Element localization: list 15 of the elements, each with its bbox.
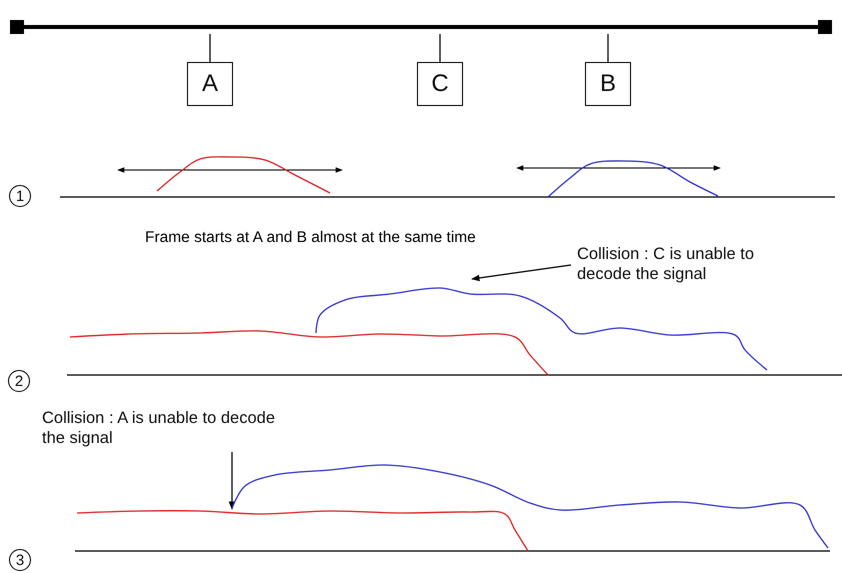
connector-line — [439, 34, 441, 62]
callout-text: Collision : A is unable to decode the signal — [42, 408, 302, 450]
bus-line — [10, 20, 832, 34]
caption-text: Frame starts at A and B almost at the same time — [145, 229, 476, 247]
step-number: 3 — [9, 549, 31, 571]
leader-arrow — [228, 452, 236, 510]
station-box: C — [417, 62, 463, 106]
connector-line — [209, 34, 211, 62]
leader-arrow — [471, 264, 572, 282]
station-box: B — [585, 62, 631, 106]
step-number: 1 — [9, 185, 31, 207]
connector-line — [607, 34, 609, 62]
step-number: 2 — [8, 370, 30, 392]
station-box: A — [187, 62, 233, 106]
callout-text: Collision : C is unable to decode the signal — [577, 244, 797, 286]
